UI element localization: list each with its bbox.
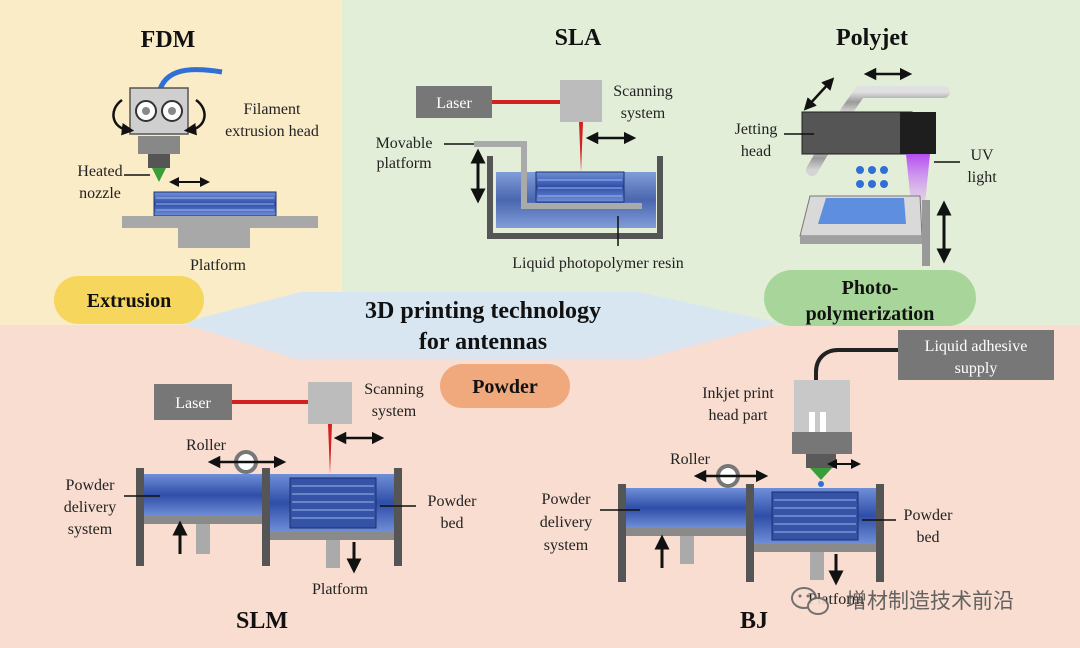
slm-scanner-box <box>308 382 352 424</box>
watermark: 增材制造技术前沿 <box>791 587 1014 615</box>
bj-title: BJ <box>740 608 768 634</box>
sla-movable-label-line2: platform <box>376 155 432 172</box>
fdm-filament-label-line2: extrusion head <box>225 123 319 140</box>
bj-bed-label-line2: bed <box>916 529 939 546</box>
polyjet-jetting-head <box>801 111 913 155</box>
bj-delivery-label-line1: Powder <box>542 491 592 508</box>
sla-scanning-label-line1: Scanning <box>613 83 673 100</box>
slm-bed-label-line2: bed <box>440 515 463 532</box>
polyjet-diagram: Polyjet Jetting head UV light <box>735 25 997 266</box>
bj-inkjet-label-line2: head part <box>708 407 768 424</box>
sla-resin-label: Liquid photopolymer resin <box>512 255 684 272</box>
sla-scanning-label-line2: system <box>621 105 666 122</box>
photopolymerization-background <box>342 0 1080 325</box>
bj-diagram: Liquid adhesive supply Inkjet print head… <box>540 330 1054 634</box>
slm-bed-label-line1: Powder <box>428 493 478 510</box>
polyjet-title: Polyjet <box>836 25 908 51</box>
bj-bed-label-line1: Powder <box>904 507 954 524</box>
powder-pill <box>440 364 570 408</box>
slm-delivery-label-line1: Powder <box>66 477 116 494</box>
polyjet-jetting-label-line1: Jetting <box>735 121 778 138</box>
polyjet-jetting-label-line2: head <box>741 143 771 160</box>
slm-laser-label: Laser <box>175 395 211 412</box>
sla-laser-label: Laser <box>436 95 472 112</box>
sla-diagram: SLA Laser Scanning system Movable platfo… <box>376 25 684 272</box>
bj-adhesive-box <box>898 330 1054 380</box>
center-title-line1: 3D printing technology <box>365 298 601 324</box>
bj-roller-label: Roller <box>670 451 711 468</box>
powder-label: Powder <box>472 376 538 398</box>
bj-delivery-label-line3: system <box>544 537 589 554</box>
sla-title: SLA <box>555 25 602 51</box>
watermark-text: 增材制造技术前沿 <box>846 589 1014 613</box>
polyjet-uv-label-line1: UV <box>970 147 994 164</box>
slm-title: SLM <box>236 608 288 634</box>
fdm-title: FDM <box>141 27 196 53</box>
slm-laser-box <box>154 384 232 420</box>
slm-delivery-label-line3: system <box>68 521 113 538</box>
sla-laser-box <box>416 86 492 118</box>
fdm-filament-label-line1: Filament <box>244 101 301 118</box>
slm-diagram: Laser Scanning system Roller Powder deli… <box>64 381 477 634</box>
fdm-nozzle-label-line2: nozzle <box>79 185 121 202</box>
sla-movable-label-line1: Movable <box>376 135 433 152</box>
bj-inkjet-label-line1: Inkjet print <box>702 385 774 402</box>
sla-scanner-box <box>560 80 602 122</box>
photopolymerization-pill <box>764 270 976 326</box>
bj-delivery-label-line2: delivery <box>540 514 592 531</box>
bj-adhesive-label-line1: Liquid adhesive <box>925 338 1028 355</box>
extrusion-pill <box>54 276 204 324</box>
photopolymerization-label-line2: polymerization <box>806 303 935 325</box>
fdm-background <box>0 0 342 325</box>
slm-roller-label: Roller <box>186 437 227 454</box>
fdm-diagram: FDM Filament extrusion head Heated nozzl… <box>77 27 319 274</box>
wechat-icon <box>791 587 829 615</box>
photopolymerization-label-line1: Photo- <box>842 277 899 299</box>
polyjet-uv-label-line2: light <box>967 169 997 186</box>
fdm-nozzle-label-line1: Heated <box>77 163 122 180</box>
slm-delivery-label-line2: delivery <box>64 499 116 516</box>
slm-platform-label: Platform <box>312 581 369 598</box>
fdm-platform-label: Platform <box>190 257 247 274</box>
slm-scanning-label-line2: system <box>372 403 417 420</box>
extrusion-label: Extrusion <box>87 290 171 312</box>
slm-scanning-label-line1: Scanning <box>364 381 424 398</box>
bj-adhesive-label-line2: supply <box>955 360 998 377</box>
center-title-line2: for antennas <box>419 329 547 355</box>
